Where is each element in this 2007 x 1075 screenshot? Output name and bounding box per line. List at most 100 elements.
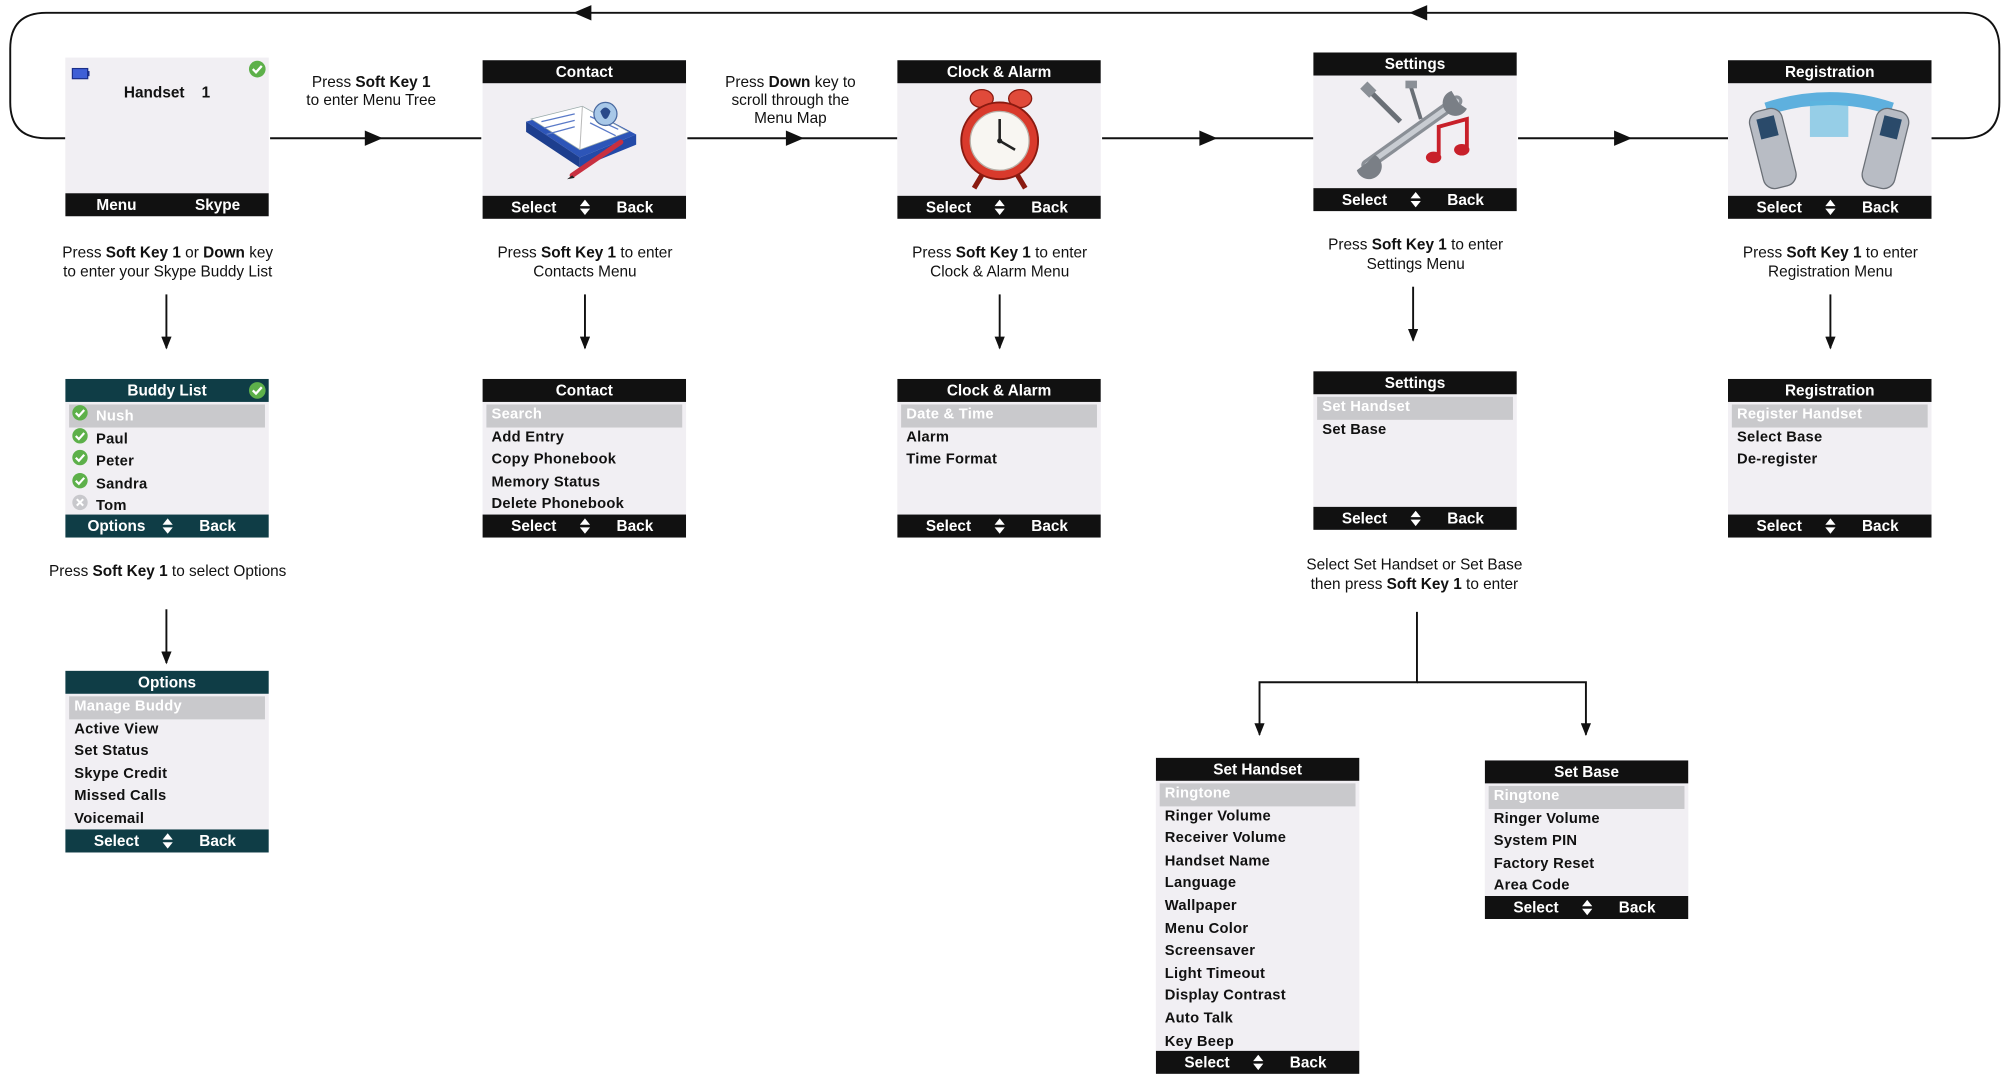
menu-item[interactable]: Ringtone: [1488, 785, 1685, 809]
online-status-icon: [72, 450, 89, 474]
softkey-select[interactable]: Select: [511, 198, 557, 217]
menu-item[interactable]: Set Handset: [1317, 396, 1513, 420]
menu-item[interactable]: Light Timeout: [1164, 966, 1266, 982]
menu-item[interactable]: Menu Color: [1164, 921, 1249, 937]
menu-item[interactable]: Factory Reset: [1493, 856, 1595, 872]
softkey-bar: Select Back: [897, 514, 1101, 538]
softkey-select[interactable]: Select: [1341, 190, 1388, 209]
softkey-select[interactable]: Select: [1341, 509, 1388, 528]
softkey-back[interactable]: Back: [1031, 198, 1068, 217]
loop-line: [9, 11, 2001, 140]
flow-arrowhead-4: [1614, 130, 1632, 146]
menu-item[interactable]: De-register: [1736, 452, 1818, 468]
softkey-select[interactable]: Select: [93, 832, 140, 850]
softkey-bar: Select Back: [1313, 188, 1517, 212]
menu-item[interactable]: Select Base: [1736, 429, 1823, 445]
softkey-select[interactable]: Select: [511, 517, 557, 536]
softkey-bar: Select Back: [1484, 896, 1689, 920]
softkey-back[interactable]: Back: [1447, 190, 1484, 209]
menu-item[interactable]: Active View: [74, 721, 159, 737]
softkey-select[interactable]: Select: [1513, 898, 1559, 917]
softkey-select[interactable]: Select: [925, 198, 972, 217]
softkey-back[interactable]: Back: [199, 517, 236, 536]
menu-item[interactable]: Language: [1164, 876, 1237, 892]
handset-label: Handset: [123, 83, 185, 102]
buddy-item[interactable]: Paul: [69, 427, 265, 450]
menu-item[interactable]: Set Status: [74, 743, 149, 760]
clock-alarm-screen: Clock & Alarm Select Back: [897, 60, 1101, 219]
softkey-back[interactable]: Back: [1861, 198, 1899, 217]
buddy-item[interactable]: Tom: [69, 495, 265, 518]
softkey-bar: Menu Skype: [65, 193, 269, 217]
menu-item[interactable]: Delete Phonebook: [491, 497, 625, 513]
menu-item[interactable]: Handset Name: [1164, 853, 1271, 869]
menu-item[interactable]: Time Format: [906, 452, 998, 468]
menu-item[interactable]: Ringer Volume: [1164, 808, 1271, 824]
softkey-back[interactable]: Back: [616, 198, 654, 217]
softkey-select[interactable]: Select: [925, 517, 972, 536]
handset-number: 1: [201, 83, 211, 102]
menu-item[interactable]: Voicemail: [74, 811, 145, 827]
softkey-bar: Select Back: [897, 195, 1101, 219]
menu-item[interactable]: Skype Credit: [74, 766, 168, 782]
menu-item[interactable]: Register Handset: [1731, 404, 1928, 427]
softkey-options[interactable]: Options: [87, 517, 146, 536]
buddy-item[interactable]: Sandra: [69, 472, 265, 495]
alarm-clock-icon: [960, 88, 1040, 190]
menu-item[interactable]: Manage Buddy: [69, 696, 265, 719]
softkey-select[interactable]: Select: [1756, 517, 1802, 536]
battery-icon: [71, 63, 90, 86]
menu-item[interactable]: Set Base: [1322, 421, 1387, 438]
menu-item[interactable]: Auto Talk: [1164, 1011, 1234, 1027]
softkey-back[interactable]: Back: [1031, 517, 1068, 536]
buddy-item[interactable]: Nush: [69, 404, 265, 427]
softkey-bar: Select Back: [1728, 195, 1932, 219]
menu-item[interactable]: Ringer Volume: [1493, 811, 1600, 827]
softkey-select[interactable]: Select: [1184, 1053, 1230, 1072]
caption-set-select: Select Set Handset or Set Base then pres…: [1306, 555, 1523, 592]
menu-item[interactable]: Search: [486, 404, 683, 427]
softkey-select[interactable]: Select: [1756, 198, 1802, 217]
softkey-back[interactable]: Back: [1447, 509, 1484, 528]
screen-title: Settings: [1313, 371, 1517, 395]
screen-title: Registration: [1728, 60, 1932, 84]
screen-title: Clock & Alarm: [897, 378, 1101, 402]
buddy-item[interactable]: Peter: [69, 450, 265, 473]
menu-item[interactable]: Display Contrast: [1164, 988, 1286, 1004]
softkey-skype[interactable]: Skype: [194, 195, 241, 214]
loop-arrowhead-left: [573, 5, 592, 21]
contact-screen: Contact Select Back: [482, 60, 687, 219]
menu-item[interactable]: Alarm: [906, 429, 950, 445]
menu-item[interactable]: Add Entry: [491, 429, 565, 445]
menu-item[interactable]: Missed Calls: [74, 788, 167, 805]
buddy-name: Sandra: [96, 476, 148, 492]
caption-contact: Press Soft Key 1 to enter Contacts Menu: [497, 243, 673, 280]
softkey-back[interactable]: Back: [616, 517, 654, 536]
menu-item[interactable]: Wallpaper: [1164, 898, 1237, 914]
menu-item[interactable]: Ringtone: [1159, 783, 1356, 806]
caption-registration: Press Soft Key 1 to enter Registration M…: [1742, 243, 1918, 280]
softkey-menu[interactable]: Menu: [96, 195, 137, 214]
caption-clock: Press Soft Key 1 to enter Clock & Alarm …: [912, 243, 1088, 280]
menu-item[interactable]: System PIN: [1493, 833, 1578, 849]
menu-item[interactable]: Key Beep: [1164, 1033, 1234, 1049]
menu-item[interactable]: Date & Time: [901, 404, 1097, 427]
menu-item[interactable]: Screensaver: [1164, 943, 1256, 959]
menu-item[interactable]: Memory Status: [491, 474, 601, 490]
softkey-back[interactable]: Back: [1618, 898, 1656, 917]
menu-item[interactable]: Receiver Volume: [1164, 830, 1287, 847]
menu-item[interactable]: Copy Phonebook: [491, 452, 617, 468]
softkey-back[interactable]: Back: [1289, 1053, 1327, 1072]
menu-item[interactable]: Area Code: [1493, 878, 1570, 894]
address-book-icon: [526, 101, 637, 180]
handsets-link-icon: [1748, 92, 1910, 190]
online-status-icon: [72, 404, 89, 428]
softkey-back[interactable]: Back: [1861, 517, 1899, 536]
softkey-back[interactable]: Back: [199, 832, 236, 850]
